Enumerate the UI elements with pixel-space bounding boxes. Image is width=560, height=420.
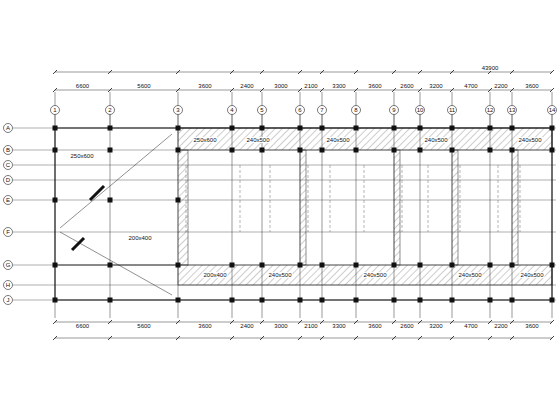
- dimension: 3600: [524, 323, 539, 329]
- dimension: 3300: [331, 323, 346, 329]
- axis-number: 10: [416, 107, 425, 113]
- dimension: 3000: [273, 323, 288, 329]
- axis-letter: B: [5, 147, 11, 153]
- dimension: 5600: [136, 323, 151, 329]
- beam-tag: 250x600: [69, 153, 94, 159]
- beam-tag: 240x500: [267, 272, 292, 278]
- axis-number: 5: [259, 107, 264, 113]
- beam-tag: 240x500: [457, 272, 482, 278]
- dimension: 3300: [331, 83, 346, 89]
- dimension: 5600: [136, 83, 151, 89]
- axis-number: 8: [353, 107, 358, 113]
- dimension: 43900: [481, 65, 500, 71]
- plan-lines: [4, 70, 557, 340]
- dimension: 2100: [303, 83, 318, 89]
- beam-tag: 240x500: [245, 137, 270, 143]
- axis-number: 1: [52, 107, 57, 113]
- beam-tag: 240x500: [519, 272, 544, 278]
- beam-tag: 240x500: [517, 137, 542, 143]
- dimension: 4700: [463, 83, 478, 89]
- axis-letter: J: [6, 297, 11, 303]
- dimension: 4700: [463, 323, 478, 329]
- axis-number: 14: [548, 107, 557, 113]
- axis-number: 3: [175, 107, 180, 113]
- dimension: 2600: [399, 323, 414, 329]
- dimension: 3200: [428, 83, 443, 89]
- axis-letter: G: [5, 262, 12, 268]
- beam-tag: 250x600: [192, 137, 217, 143]
- axis-number: 6: [297, 107, 302, 113]
- dimension: 3200: [428, 323, 443, 329]
- dimension: 3600: [367, 323, 382, 329]
- dimension: 3000: [273, 83, 288, 89]
- dimension: 3600: [197, 83, 212, 89]
- dimension: 6600: [75, 83, 90, 89]
- dimension: 2200: [493, 323, 508, 329]
- dimension: 2600: [399, 83, 414, 89]
- axis-letter: F: [5, 229, 11, 235]
- axis-letter: A: [5, 125, 11, 131]
- dimension: 2100: [303, 323, 318, 329]
- beam-tag: 240x500: [423, 137, 448, 143]
- beam-tag: 200x400: [202, 272, 227, 278]
- beam-tag: 200x400: [127, 235, 152, 241]
- dimension: 3600: [197, 323, 212, 329]
- dimension: 2400: [239, 83, 254, 89]
- dimension: 3600: [524, 83, 539, 89]
- beam-tag: 240x500: [325, 137, 350, 143]
- dimension: 2400: [239, 323, 254, 329]
- axis-letter: D: [5, 177, 11, 183]
- dimension: 3600: [367, 83, 382, 89]
- axis-letter: E: [5, 197, 11, 203]
- axis-number: 11: [448, 107, 456, 113]
- axis-number: 4: [229, 107, 234, 113]
- axis-number: 13: [508, 107, 517, 113]
- axis-number: 9: [391, 107, 396, 113]
- dimension: 2200: [493, 83, 508, 89]
- axis-number: 2: [107, 107, 112, 113]
- axis-letter: C: [5, 162, 11, 168]
- dimension: 6600: [75, 323, 90, 329]
- axis-number: 12: [486, 107, 495, 113]
- beam-tag: 240x500: [362, 272, 387, 278]
- axis-number: 7: [319, 107, 324, 113]
- axis-letter: H: [5, 282, 11, 288]
